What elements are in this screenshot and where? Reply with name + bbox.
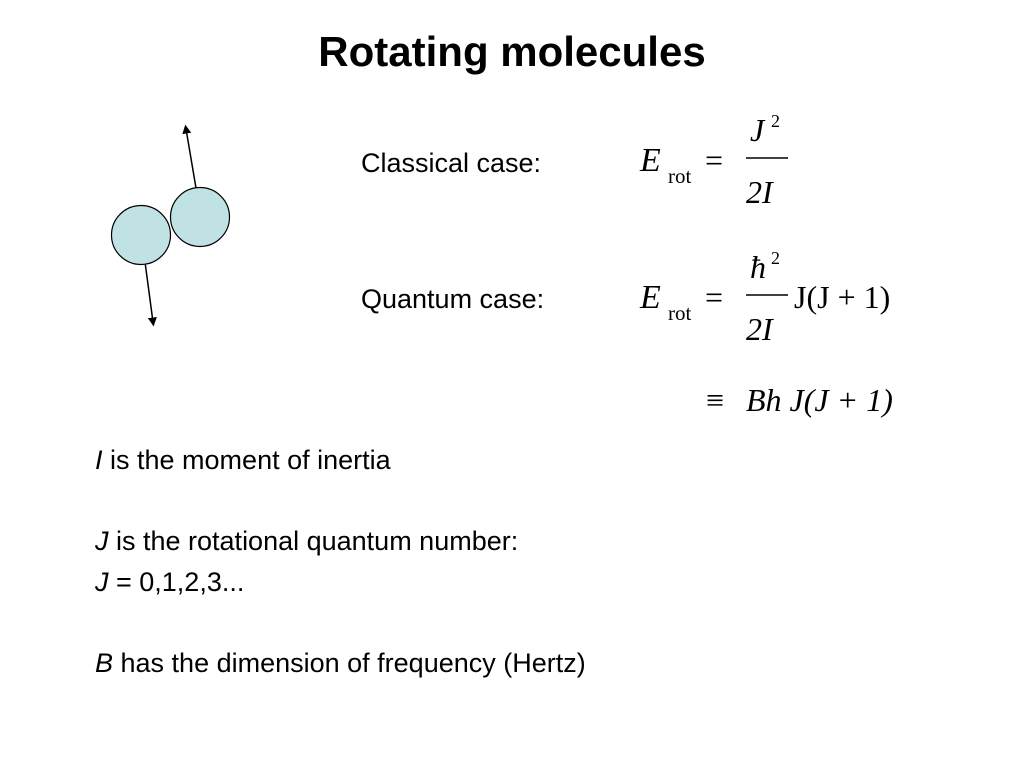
- quantum-numerator-exponent: 2: [771, 248, 780, 268]
- note-B-variable: B: [95, 648, 114, 678]
- classical-lhs-subscript: rot: [668, 164, 691, 188]
- note-J-values-variable: J: [95, 567, 109, 597]
- equivalence-equation: ≡ Bh J(J + 1): [706, 382, 893, 418]
- classical-equals: =: [705, 142, 723, 178]
- quantum-numerator: ħ: [750, 249, 766, 285]
- classical-denominator: 2I: [746, 174, 774, 210]
- quantum-equation: E rot = ħ 2 2I J(J + 1): [639, 248, 890, 347]
- quantum-equals: =: [705, 279, 723, 315]
- equivalence-expression: Bh J(J + 1): [746, 382, 893, 418]
- slide-title: Rotating molecules: [318, 28, 706, 75]
- equivalence-symbol: ≡: [706, 382, 724, 418]
- note-J-variable: J: [95, 526, 109, 556]
- note-frequency-dimension: B has the dimension of frequency (Hertz): [95, 647, 586, 679]
- classical-case-label: Classical case:: [361, 148, 542, 178]
- quantum-case-label: Quantum case:: [361, 284, 545, 314]
- quantum-denominator: 2I: [746, 311, 774, 347]
- note-I-text: is the moment of inertia: [102, 445, 391, 475]
- classical-lhs-symbol: E: [639, 142, 661, 179]
- classical-equation: E rot = J 2 2I: [639, 111, 788, 210]
- note-B-text: has the dimension of frequency (Hertz): [113, 648, 586, 678]
- note-I-variable: I: [95, 445, 103, 475]
- rotation-axis-lower-arrow: [144, 261, 157, 327]
- quantum-factor: J(J + 1): [794, 279, 890, 315]
- note-J-text: is the rotational quantum number:: [108, 526, 519, 556]
- note-J-values: J = 0,1,2,3...: [95, 566, 244, 598]
- quantum-lhs-symbol: E: [639, 279, 661, 316]
- classical-numerator: J: [750, 112, 766, 148]
- rotation-axis-upper-arrow: [182, 124, 197, 189]
- atom-right: [169, 186, 231, 248]
- classical-numerator-exponent: 2: [771, 111, 780, 131]
- note-J-values-text: = 0,1,2,3...: [108, 567, 245, 597]
- quantum-lhs-subscript: rot: [668, 301, 691, 325]
- note-rotational-quantum-number: J is the rotational quantum number:: [95, 525, 518, 557]
- note-moment-of-inertia: I is the moment of inertia: [95, 444, 391, 476]
- molecule-diagram: [110, 124, 231, 327]
- atom-left: [110, 204, 172, 266]
